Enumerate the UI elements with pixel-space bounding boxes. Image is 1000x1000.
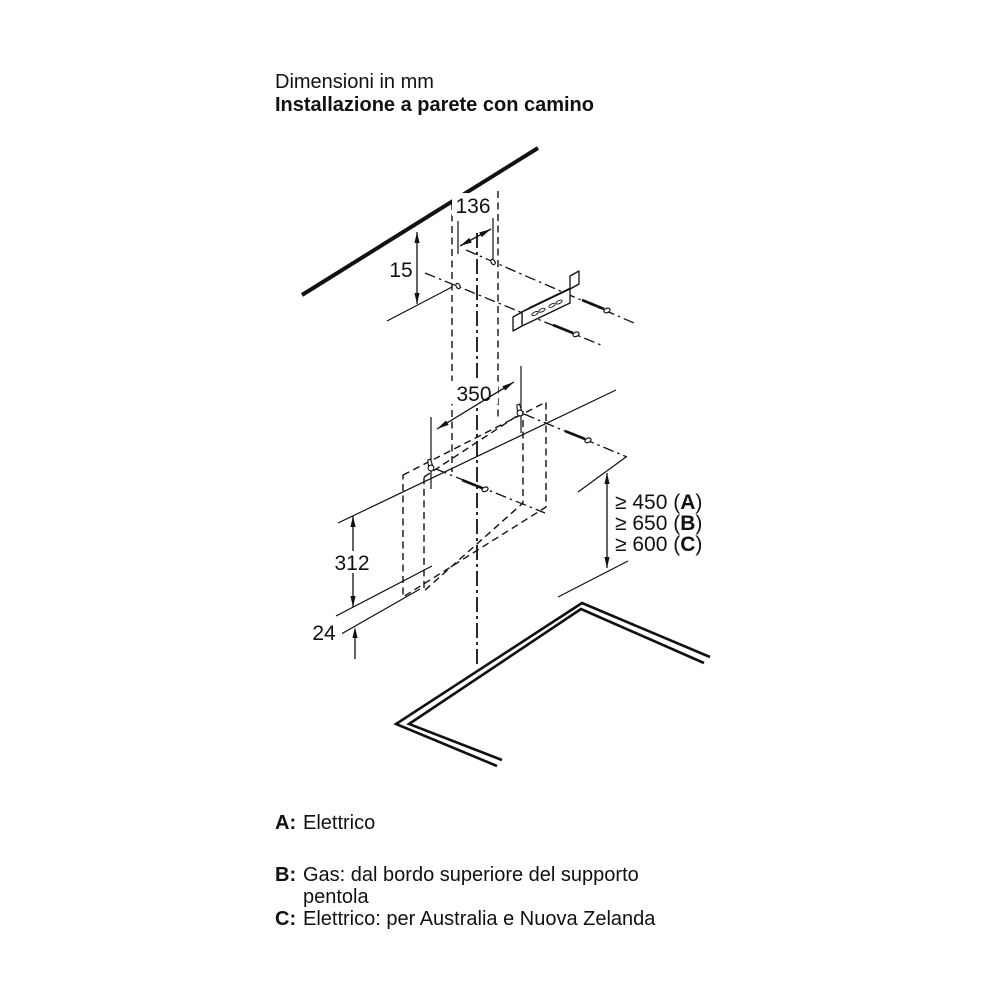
hood-screw-left	[461, 478, 489, 493]
legend-text-b: Gas: dal bordo superiore del supporto pe…	[303, 864, 639, 908]
clearance-c-label: ≥ 600 (C)	[615, 533, 702, 556]
dim-350-label: 350	[456, 383, 491, 406]
legend-item-c: C: Elettrico: per Australia e Nuova Zela…	[275, 908, 705, 930]
dimension-extension-lines	[430, 218, 522, 489]
dim-24-label: 24	[312, 622, 336, 645]
dim-15: 15	[389, 232, 420, 304]
dimension-text-pads	[305, 193, 498, 643]
dim-350: 350	[436, 381, 515, 430]
hob-outline	[393, 601, 711, 768]
bracket-screw-upper	[581, 298, 611, 314]
mounting-bracket	[512, 270, 580, 332]
hood-keyholes	[427, 403, 524, 472]
legend-key-c: C:	[275, 908, 297, 930]
clearance-b-label: ≥ 650 (B)	[615, 512, 702, 535]
bracket-slots	[531, 299, 563, 316]
clearance-a-label: ≥ 450 (A)	[615, 491, 702, 514]
legend-key-b: B:	[275, 864, 297, 886]
title-block: Dimensioni in mm Installazione a parete …	[275, 71, 594, 117]
hood-screw-right	[564, 429, 592, 444]
legend-item-b: B: Gas: dal bordo superiore del supporto…	[275, 864, 705, 908]
wall-guide-lines	[335, 286, 629, 638]
dim-136-label: 136	[455, 195, 490, 218]
dim-clearance: ≥ 450 (A) ≥ 650 (B) ≥ 600 (C)	[604, 473, 702, 568]
page-title: Installazione a parete con camino	[275, 94, 594, 116]
bracket-screw-lower	[552, 323, 580, 338]
bracket-drill-holes	[455, 258, 496, 290]
legend-item-a: A: Elettrico	[275, 812, 705, 834]
ceiling-line	[300, 146, 540, 297]
legend-text-c: Elettrico: per Australia e Nuova Zelanda	[303, 908, 656, 930]
dim-312-label: 312	[334, 552, 369, 575]
dim-136: 136	[455, 195, 492, 247]
legend-text-a: Elettrico	[303, 812, 376, 834]
dim-24: 24	[312, 622, 358, 659]
dim-15-label: 15	[389, 259, 412, 282]
hood-hidden-outline	[402, 400, 547, 599]
legend: A: Elettrico B: Gas: dal bordo superiore…	[275, 812, 705, 930]
legend-key-a: A:	[275, 812, 297, 834]
units-note: Dimensioni in mm	[275, 71, 434, 93]
dim-312: 312	[334, 516, 370, 607]
